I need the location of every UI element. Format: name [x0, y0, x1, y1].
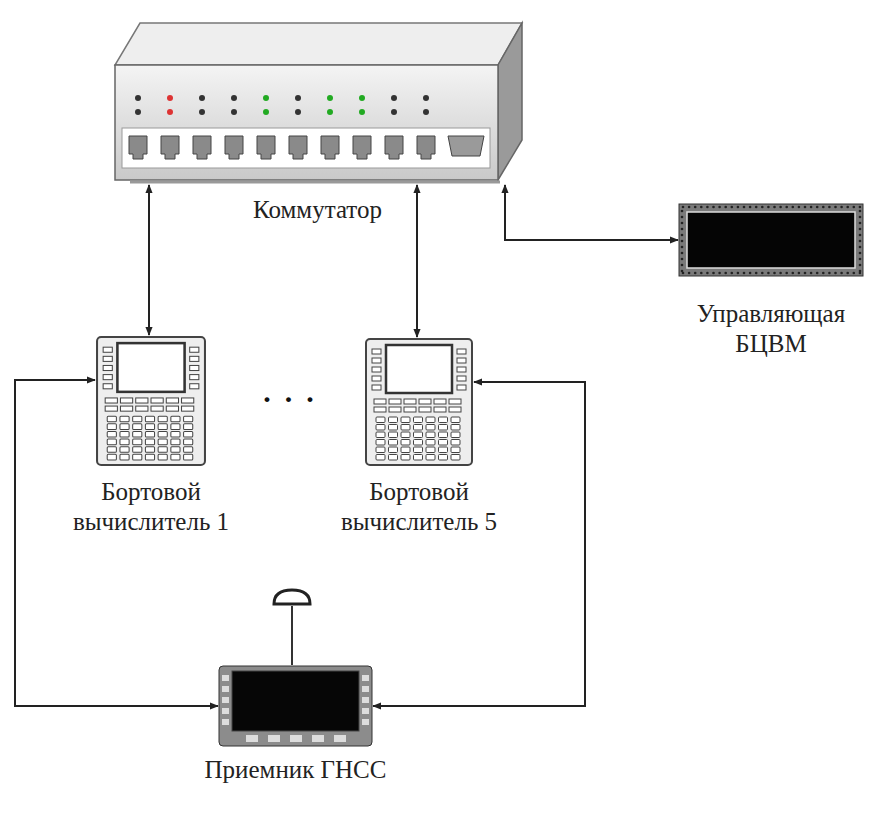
connector-arrow: [505, 185, 678, 240]
node-caption: Бортовой вычислитель 5: [319, 477, 519, 537]
switch-node: Коммутатор: [110, 20, 525, 185]
bcvm-node: Управляющая БЦВМ: [678, 203, 864, 277]
node-caption: Управляющая БЦВМ: [671, 299, 871, 359]
fmc-shape: [95, 335, 207, 467]
ellipsis-label: · · ·: [262, 382, 317, 416]
connector-arrow: [15, 380, 218, 706]
connector-arrow: [148, 185, 150, 335]
switch-shape: [110, 20, 525, 185]
node-caption: Приемник ГНСС: [186, 755, 406, 785]
fmc-shape: [364, 337, 474, 467]
bcvm-shape: [678, 203, 864, 277]
fmc-node: Бортовой вычислитель 1: [95, 335, 207, 467]
gnss-node: Приемник ГНСС: [218, 665, 373, 747]
fmc-node: Бортовой вычислитель 5: [364, 337, 474, 467]
gnss-shape: [218, 665, 373, 747]
node-caption: Коммутатор: [188, 195, 448, 225]
node-caption: Бортовой вычислитель 1: [51, 477, 251, 537]
connector-arrow: [416, 185, 418, 337]
